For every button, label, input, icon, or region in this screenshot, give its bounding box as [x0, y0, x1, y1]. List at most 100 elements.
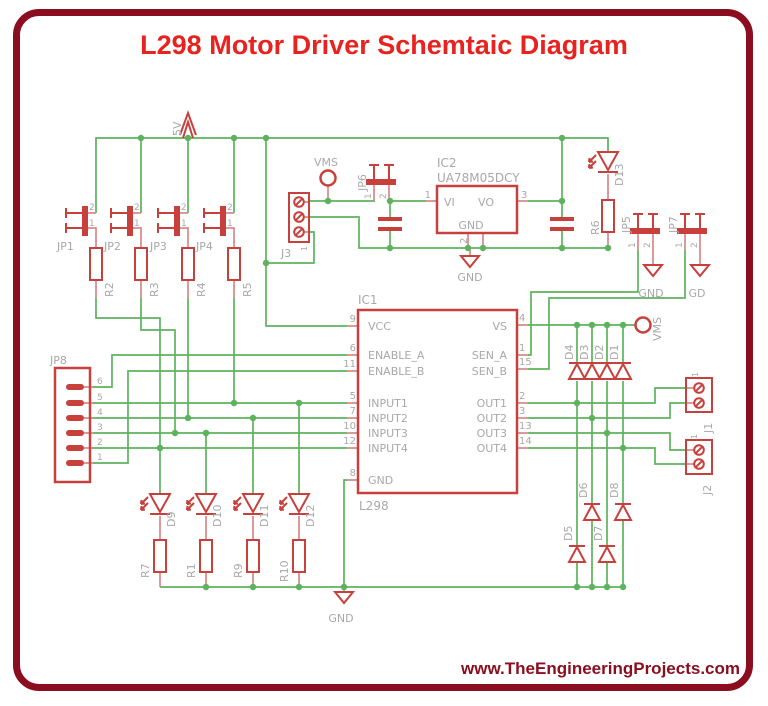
- schematic-label: 1: [300, 246, 309, 251]
- vms-node-2: [634, 316, 652, 334]
- schematic-label: INPUT2: [368, 412, 408, 425]
- schematic-label: 15: [519, 357, 532, 368]
- jumper-JP5: [629, 213, 661, 235]
- schematic-label: 2: [227, 203, 233, 213]
- schematic-label: 1: [675, 242, 685, 248]
- resistor-R7: [153, 539, 167, 573]
- gnd-symbol-jp5: [643, 264, 663, 277]
- jumper-JP1: [65, 205, 89, 237]
- schematic-label: GND: [458, 219, 483, 232]
- schematic-label: R3: [148, 282, 161, 297]
- schematic-label: 11: [343, 359, 356, 370]
- resistor-R2: [89, 247, 103, 281]
- page-title: L298 Motor Driver Schemtaic Diagram: [140, 30, 628, 60]
- schematic-label: VMS: [651, 317, 664, 341]
- schematic-label: 4: [97, 408, 103, 418]
- resistor-R1: [199, 539, 213, 573]
- schematic-label: UA78M05DCY: [437, 171, 520, 185]
- gnd-symbol-main: [334, 591, 354, 604]
- schematic-label: R5: [241, 282, 254, 297]
- schematic-label: 3: [521, 190, 527, 201]
- schematic-label: VO: [478, 196, 494, 209]
- schematic-label: OUT3: [477, 427, 507, 440]
- schematic-label: JP6: [356, 174, 369, 192]
- schematic-label: D7: [592, 526, 605, 541]
- connector-J3: [288, 192, 310, 243]
- schematic-label: R6: [589, 220, 602, 235]
- schematic-label: OUT1: [477, 397, 507, 410]
- schematic-label: 1: [181, 219, 187, 229]
- schematic-label: JP8: [49, 354, 67, 367]
- diode-D6: [583, 503, 601, 521]
- schematic-label: 14: [519, 436, 532, 447]
- schematic-label: IC1: [358, 293, 378, 307]
- schematic-label: IC2: [437, 156, 457, 170]
- schematic-label: J2: [701, 485, 714, 496]
- schematic-label: 1: [691, 372, 700, 377]
- schematic-label: GND: [328, 612, 353, 625]
- schematic-label: JP4: [195, 240, 213, 253]
- gnd-symbol-ic2: [460, 255, 480, 268]
- schematic-label: 3: [97, 423, 103, 433]
- ic2-box: [435, 184, 519, 235]
- schematic-label: JP2: [103, 240, 121, 253]
- schematic-label: 6: [97, 377, 103, 387]
- capacitor-2: [550, 217, 574, 231]
- resistor-R6: [601, 199, 615, 233]
- schematic-label: 2: [459, 238, 470, 244]
- resistor-R10: [292, 539, 306, 573]
- led-D9: [140, 493, 171, 515]
- schematic-label: JP5: [620, 216, 633, 234]
- diode-D1: [614, 362, 632, 380]
- schematic-label: 2: [643, 242, 653, 248]
- schematic-label: 1: [690, 434, 699, 439]
- schematic-label: D8: [608, 483, 621, 498]
- schematic-label: JP1: [56, 240, 74, 253]
- schematic-label: VMS: [314, 156, 338, 169]
- schematic-label: D3: [578, 345, 591, 360]
- vms-node-1: [319, 169, 337, 187]
- pin-stubs: [84, 174, 701, 592]
- schematic-label: R9: [232, 563, 245, 578]
- schematic-label: VCC: [368, 320, 391, 333]
- schematic-label: VI: [444, 196, 455, 209]
- schematic-label: R1: [185, 563, 198, 578]
- schematic-label: 2: [379, 193, 389, 199]
- schematic-label: 1: [97, 453, 103, 463]
- schematic-label: D9: [165, 512, 178, 527]
- schematic-label: GND: [638, 287, 663, 300]
- schematic-label: 10: [343, 421, 356, 432]
- footer-url: www.TheEngineeringProjects.com: [461, 659, 740, 678]
- diode-D4: [568, 362, 586, 380]
- schematic-label: D13: [613, 164, 626, 186]
- schematic-label: D5: [562, 526, 575, 541]
- jumper-JP3: [157, 205, 181, 237]
- diode-D5: [568, 545, 586, 563]
- schematic-label: 13: [519, 421, 532, 432]
- schematic-label: 4: [519, 313, 525, 324]
- schematic-label: D2: [593, 345, 606, 360]
- schematic-label: D10: [211, 505, 224, 527]
- connector-JP8: [53, 366, 92, 484]
- resistor-R4: [181, 247, 195, 281]
- schematic-label: 1: [425, 190, 431, 201]
- schematic-label: D1: [608, 345, 621, 360]
- schematic-label: 2: [134, 203, 140, 213]
- jumper-JP4: [203, 205, 227, 237]
- schematic-label: ENABLE_B: [368, 365, 424, 378]
- schematic-label: INPUT1: [368, 397, 408, 410]
- junction-dots: [137, 134, 627, 591]
- supply-5v-arrow-icon: [179, 110, 197, 139]
- schematic-label: 5: [97, 393, 103, 403]
- schematic-label: 1: [89, 219, 95, 229]
- schematic-label: 1: [134, 219, 140, 229]
- schematic-label: L298: [359, 499, 389, 513]
- resistor-R3: [134, 247, 148, 281]
- schematic-label: JP3: [149, 240, 167, 253]
- resistors: [89, 199, 615, 573]
- schematic-label: 1: [364, 193, 374, 199]
- connector-J2: [685, 439, 713, 475]
